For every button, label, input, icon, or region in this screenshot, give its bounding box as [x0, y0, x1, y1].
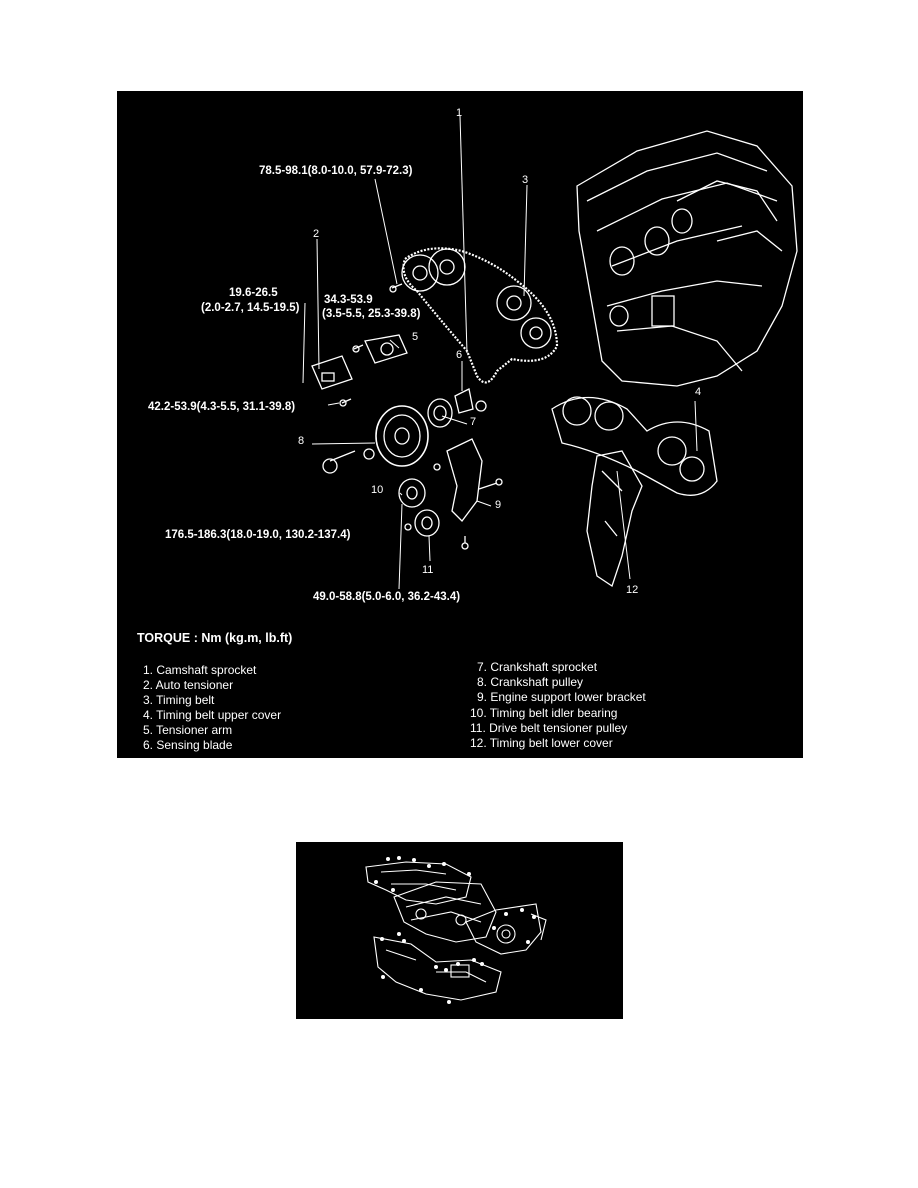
callout-5: 5: [412, 331, 419, 343]
engine-line-drawing: [302, 115, 798, 590]
crankshaft-sprocket: [427, 398, 453, 428]
timing-belt-exploded-diagram: 1 2 3 4 5 6 7 8 9 10 11 12 78.5-98.1(8.0…: [117, 91, 803, 758]
callout-3: 3: [522, 174, 529, 186]
legend-item-8: 8. Crankshaft pulley: [477, 675, 584, 689]
torque-spec-tensioner-arm-line2: (3.5-5.5, 25.3-39.8): [322, 308, 421, 320]
callout-11: 11: [422, 564, 434, 576]
callout-12: 12: [626, 584, 639, 596]
legend-item-4: 4. Timing belt upper cover: [143, 708, 282, 722]
torque-spec-auto-tensioner-line1: 19.6-26.5: [229, 287, 278, 299]
torque-spec-tensioner-arm-line1: 34.3-53.9: [324, 294, 373, 306]
torque-spec-bracket-bolt: 42.2-53.9(4.3-5.5, 31.1-39.8): [148, 401, 296, 413]
legend-item-6: 6. Sensing blade: [143, 738, 233, 752]
callout-4: 4: [695, 386, 702, 398]
timing-belt-lower-cover: [586, 450, 643, 588]
legend-item-10: 10. Timing belt idler bearing: [470, 706, 618, 720]
engine-block-small: [393, 881, 497, 943]
tensioner-assembly: [311, 334, 408, 390]
engine-support-bracket: [446, 438, 483, 522]
callout-1: 1: [456, 107, 463, 119]
timing-belt-upper-cover: [551, 396, 718, 496]
lower-cover: [373, 936, 502, 1001]
legend-item-11: 11. Drive belt tensioner pulley: [470, 721, 628, 735]
torque-heading: TORQUE : Nm (kg.m, lb.ft): [137, 631, 293, 645]
callout-6: 6: [456, 349, 463, 361]
sensing-blade: [454, 388, 474, 414]
callout-9: 9: [495, 499, 502, 511]
legend-item-7: 7. Crankshaft sprocket: [477, 660, 598, 674]
torque-spec-crankshaft-bolt: 176.5-186.3(18.0-19.0, 130.2-137.4): [165, 529, 351, 541]
callout-8: 8: [298, 435, 305, 447]
legend-item-5: 5. Tensioner arm: [143, 723, 233, 737]
upper-cover-left: [365, 861, 472, 905]
bolts: [322, 283, 441, 474]
legend-item-1: 1. Camshaft sprocket: [143, 663, 257, 677]
callout-7: 7: [470, 416, 477, 428]
engine-block: [576, 130, 798, 387]
callout-10: 10: [371, 484, 384, 496]
cover-bolt-location-diagram: [296, 842, 623, 1019]
drive-belt-tensioner-pulley: [404, 509, 440, 537]
crankshaft-pulley: [363, 405, 429, 467]
legend-item-2: 2. Auto tensioner: [143, 678, 234, 692]
idler-bearing: [398, 478, 426, 508]
torque-spec-auto-tensioner-line2: (2.0-2.7, 14.5-19.5): [201, 302, 300, 314]
leader-lines: [302, 115, 698, 590]
upper-cover-right: [465, 903, 542, 955]
legend-item-3: 3. Timing belt: [143, 693, 215, 707]
cover-line-drawing: [365, 856, 547, 1004]
legend-item-12: 12. Timing belt lower cover: [470, 736, 613, 750]
camshaft-sprocket: [401, 248, 552, 349]
torque-spec-camshaft-bolt: 78.5-98.1(8.0-10.0, 57.9-72.3): [259, 165, 413, 177]
legend-item-9: 9. Engine support lower bracket: [477, 690, 646, 704]
timing-belt: [402, 247, 559, 384]
callout-2: 2: [313, 228, 320, 240]
torque-spec-idler-bolt: 49.0-58.8(5.0-6.0, 36.2-43.4): [313, 591, 461, 603]
cover-bolts: [374, 856, 536, 1004]
